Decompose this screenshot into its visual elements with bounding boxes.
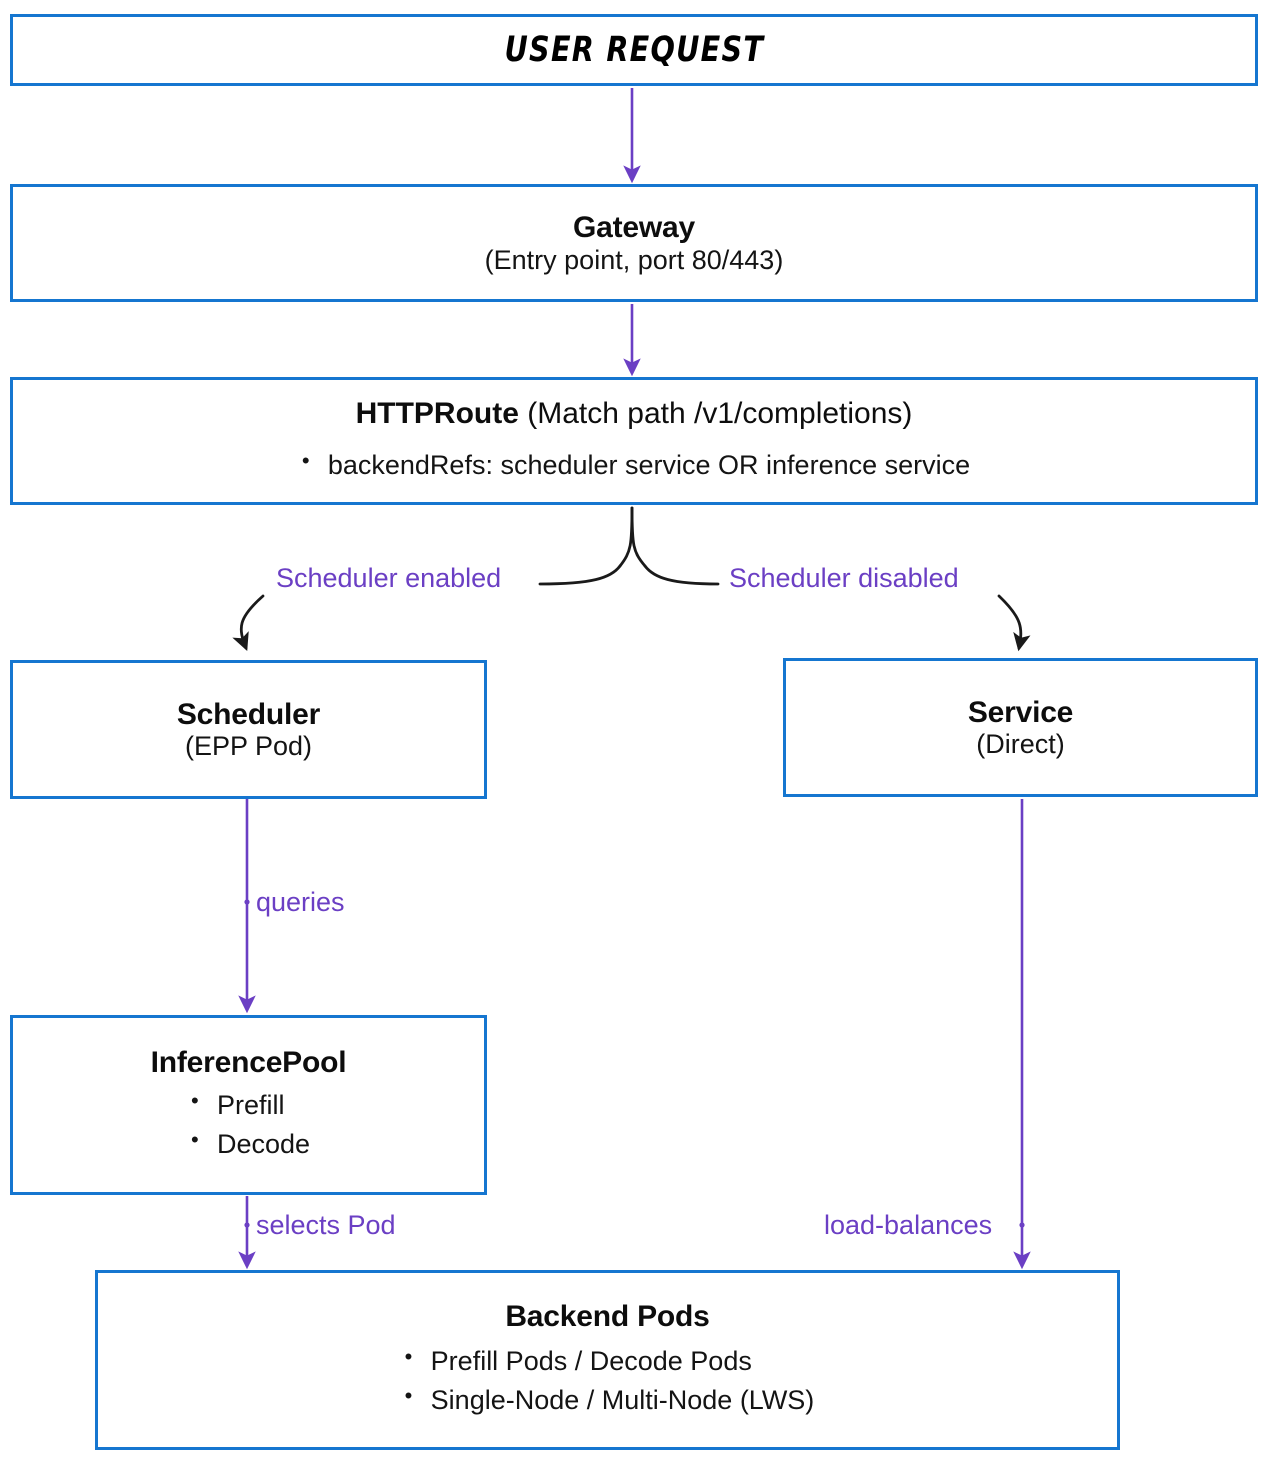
backend-pods-title: Backend Pods [505,1300,710,1334]
edge-split-stem-right [630,506,647,568]
backend-pods-bullets: Prefill Pods / Decode Pods Single-Node /… [401,1341,815,1420]
edge-label-queries: queries [256,887,345,917]
edge-httproute-to-scheduler [232,594,265,652]
node-scheduler[interactable]: Scheduler (EPP Pod) [10,660,487,799]
httproute-bullets: backendRefs: scheduler service OR infere… [298,445,970,485]
inferencepool-title: InferencePool [150,1046,347,1080]
edge-label-load-balances: load-balances [824,1210,993,1240]
scheduler-subtitle: (EPP Pod) [184,731,313,762]
edge-label-scheduler-enabled: Scheduler enabled [276,563,502,593]
inferencepool-bullets: Prefill Decode [187,1085,310,1164]
node-backend-pods[interactable]: Backend Pods Prefill Pods / Decode Pods … [95,1270,1120,1450]
edge-split-stem [618,506,634,568]
edge-split-left-curve [538,564,622,586]
node-inferencepool[interactable]: InferencePool Prefill Decode [10,1015,487,1195]
gateway-title: Gateway [573,211,695,245]
node-service[interactable]: Service (Direct) [783,658,1258,797]
edge-dot-load-balances [1019,1222,1025,1228]
httproute-title-suffix: (Match path /v1/completions) [527,397,913,431]
edge-dot-selects-pod [244,1222,250,1228]
gateway-subtitle: (Entry point, port 80/443) [484,244,784,275]
list-item: backendRefs: scheduler service OR infere… [298,445,970,485]
list-item: Prefill [187,1085,310,1125]
user-request-label: USER REQUEST [504,30,764,70]
edge-httproute-to-service [997,594,1031,652]
edge-label-selects-pod: selects Pod [256,1210,396,1240]
list-item: Prefill Pods / Decode Pods [401,1341,815,1381]
scheduler-title: Scheduler [176,697,321,731]
service-title: Service [967,695,1074,729]
edge-dot-queries [244,899,250,905]
node-user-request[interactable]: USER REQUEST [10,14,1258,86]
edge-label-scheduler-disabled: Scheduler disabled [729,563,959,593]
edge-split-right-curve [643,564,720,586]
node-gateway[interactable]: Gateway (Entry point, port 80/443) [10,184,1258,302]
httproute-title-row: HTTPRoute (Match path /v1/completions) [356,397,913,431]
node-httproute[interactable]: HTTPRoute (Match path /v1/completions) b… [10,377,1258,505]
service-subtitle: (Direct) [976,729,1065,760]
list-item: Decode [187,1124,310,1164]
httproute-title: HTTPRoute [355,397,519,431]
list-item: Single-Node / Multi-Node (LWS) [401,1380,815,1420]
